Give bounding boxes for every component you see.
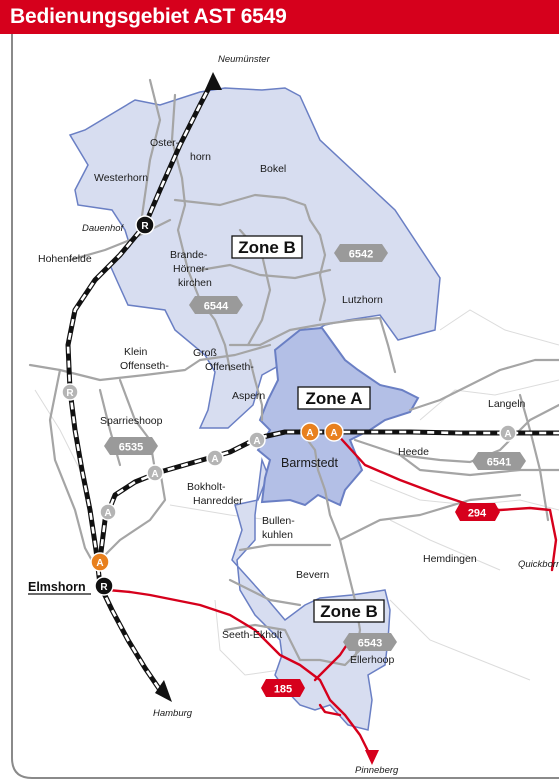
- station-a-grey: A: [499, 424, 517, 442]
- place-hohenfelde: Hohenfelde: [38, 253, 92, 265]
- svg-text:A: A: [253, 436, 260, 447]
- place-ellerhoop: Ellerhoop: [350, 654, 395, 666]
- place-lutzhorn: Lutzhorn: [342, 294, 383, 306]
- place-brande-line2: Hörner-: [173, 263, 209, 275]
- route-badge-label: 185: [274, 684, 292, 696]
- place-horn: horn: [190, 151, 211, 163]
- route-badge-185: 185: [261, 679, 305, 697]
- line-badge-6541: 6541: [472, 452, 526, 470]
- place-labels: Neumünster Oster- horn Westerhorn Bokel …: [38, 54, 559, 776]
- place-oster: Oster-: [150, 137, 180, 149]
- station-a-grey: R: [61, 383, 79, 401]
- svg-text:A: A: [306, 428, 313, 439]
- station-r-black: R: [135, 215, 155, 235]
- route-badge-label: 294: [468, 508, 487, 520]
- zone-a-label: Zone A: [297, 386, 371, 410]
- line-badge-6542: 6542: [334, 244, 388, 262]
- place-bokel: Bokel: [260, 163, 286, 175]
- map-header: Bedienungsgebiet AST 6549: [0, 0, 559, 34]
- station-a-grey: A: [99, 503, 117, 521]
- station-a-orange: A: [90, 552, 110, 572]
- station-a-grey: A: [146, 464, 164, 482]
- place-heede: Heede: [398, 446, 429, 458]
- route-badge-294: 294: [455, 503, 500, 521]
- arrow-south-icon: [155, 680, 172, 702]
- place-westerhorn: Westerhorn: [94, 172, 148, 184]
- svg-text:Elmshorn: Elmshorn: [28, 580, 86, 594]
- place-klein-line1: Klein: [124, 346, 148, 358]
- station-a-grey: A: [248, 431, 266, 449]
- station-a-grey: A: [206, 449, 224, 467]
- svg-text:Zone B: Zone B: [320, 602, 378, 621]
- place-hamburg: Hamburg: [153, 708, 193, 719]
- zone-b-north-label: Zone B: [231, 235, 303, 259]
- map-title: Bedienungsgebiet AST 6549: [10, 5, 287, 28]
- svg-text:A: A: [96, 558, 103, 569]
- place-gross-line1: Groß: [193, 347, 217, 359]
- line-badge-label: 6543: [358, 638, 382, 650]
- place-bokholt-line2: Hanredder: [193, 495, 243, 507]
- svg-text:R: R: [66, 388, 74, 399]
- arrow-pinneberg-icon: [365, 750, 379, 765]
- station-a-orange: A: [300, 422, 320, 442]
- zone-b-south-label: Zone B: [313, 599, 385, 623]
- place-quickborn: Quickborn: [518, 559, 559, 570]
- place-neumuenster: Neumünster: [218, 54, 271, 65]
- arrow-north-icon: [205, 72, 222, 90]
- svg-text:R: R: [100, 582, 108, 593]
- place-brande-line1: Brande-: [170, 249, 208, 261]
- line-badge-label: 6544: [204, 301, 229, 313]
- svg-text:A: A: [104, 508, 111, 519]
- place-klein-line2: Offenseth-: [120, 360, 169, 372]
- place-bokholt-line1: Bokholt-: [187, 481, 226, 493]
- place-elmshorn: Elmshorn: [28, 580, 91, 595]
- line-badge-label: 6542: [349, 249, 373, 261]
- place-langeln: Langeln: [488, 398, 526, 410]
- svg-text:A: A: [330, 428, 337, 439]
- line-badge-6544: 6544: [189, 296, 243, 314]
- place-hemdingen: Hemdingen: [423, 553, 477, 565]
- place-bevern: Bevern: [296, 569, 329, 581]
- svg-text:R: R: [141, 221, 149, 232]
- place-dauenhof: Dauenhof: [82, 223, 125, 234]
- svg-text:Zone B: Zone B: [238, 238, 296, 257]
- map-panel-border: [11, 34, 559, 779]
- place-bullen-line1: Bullen-: [262, 515, 295, 527]
- place-aspern: Aspern: [232, 390, 265, 402]
- svg-text:A: A: [504, 429, 511, 440]
- line-badge-label: 6541: [487, 457, 511, 469]
- line-badge-label: 6535: [119, 442, 143, 454]
- place-sparrieshoop: Sparrieshoop: [100, 415, 163, 427]
- place-pinneberg: Pinneberg: [355, 765, 399, 776]
- place-brande-line3: kirchen: [178, 277, 212, 289]
- line-badge-6535: 6535: [104, 437, 158, 455]
- svg-text:Zone A: Zone A: [306, 389, 363, 408]
- place-gross-line2: Offenseth-: [205, 361, 254, 373]
- place-barmstedt: Barmstedt: [281, 456, 338, 470]
- place-seeth-ekholt: Seeth-Ekholt: [222, 629, 282, 641]
- zone-b-south-area: [231, 457, 391, 731]
- place-bullen-line2: kuhlen: [262, 529, 293, 541]
- station-a-orange: A: [324, 422, 344, 442]
- svg-text:A: A: [211, 454, 218, 465]
- station-r-black: R: [94, 576, 114, 596]
- svg-text:A: A: [151, 469, 158, 480]
- line-badge-6543: 6543: [343, 633, 397, 651]
